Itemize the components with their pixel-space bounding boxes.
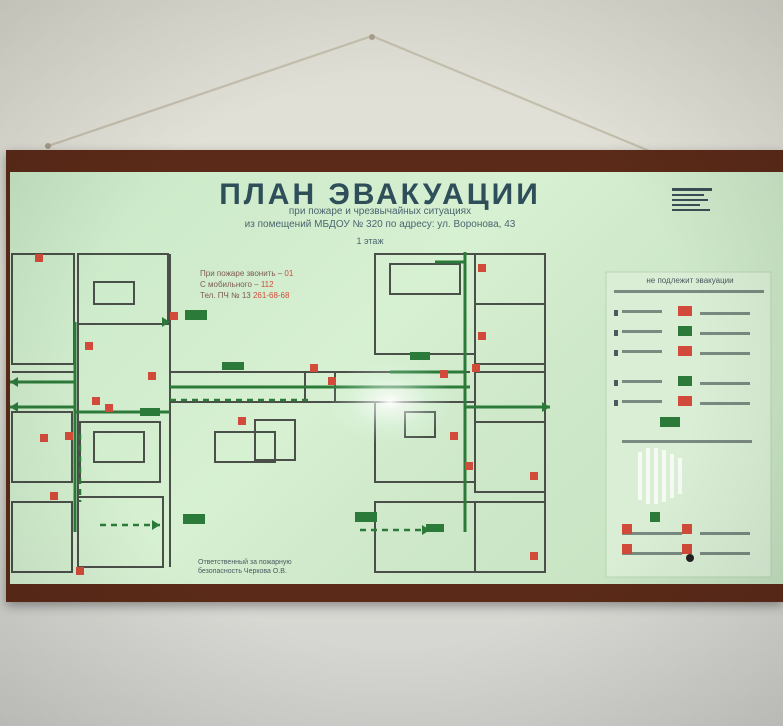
responsible-line-1: Ответственный за пожарную: [198, 559, 292, 566]
approval-stamp: [670, 186, 716, 216]
legend-title: не подлежит эвакуации: [646, 276, 734, 285]
phone-label-3: Тел. ПЧ № 13: [200, 291, 251, 300]
plan-subtitle: при пожаре и чрезвычайных ситуациях: [288, 206, 472, 217]
legend-panel: [605, 271, 772, 578]
phone-value-3: 261-68-68: [252, 291, 290, 300]
phone-label-2: С мобильного: [200, 280, 252, 289]
phone-value-1: 01: [284, 269, 294, 278]
evacuation-plan-board: ПЛАН ЭВАКУАЦИИ при пожаре и чрезвычайных…: [10, 172, 783, 584]
floor-plan-drawing: [10, 252, 772, 578]
responsible-line-2: безопасность Черкова О.В.: [198, 568, 287, 575]
emergency-phones: При пожаре звонить – 01 С мобильного – 1…: [200, 269, 294, 300]
phone-label-1: При пожаре звонить: [200, 269, 276, 278]
plan-location: из помещений МБДОУ № 320 по адресу: ул. …: [244, 219, 516, 230]
plan-title: ПЛАН ЭВАКУАЦИИ: [219, 178, 541, 211]
responsible-person: Ответственный за пожарную безопасность Ч…: [198, 558, 368, 576]
plan-floor: 1 этаж: [356, 236, 384, 246]
phone-value-2: 112: [260, 280, 274, 289]
